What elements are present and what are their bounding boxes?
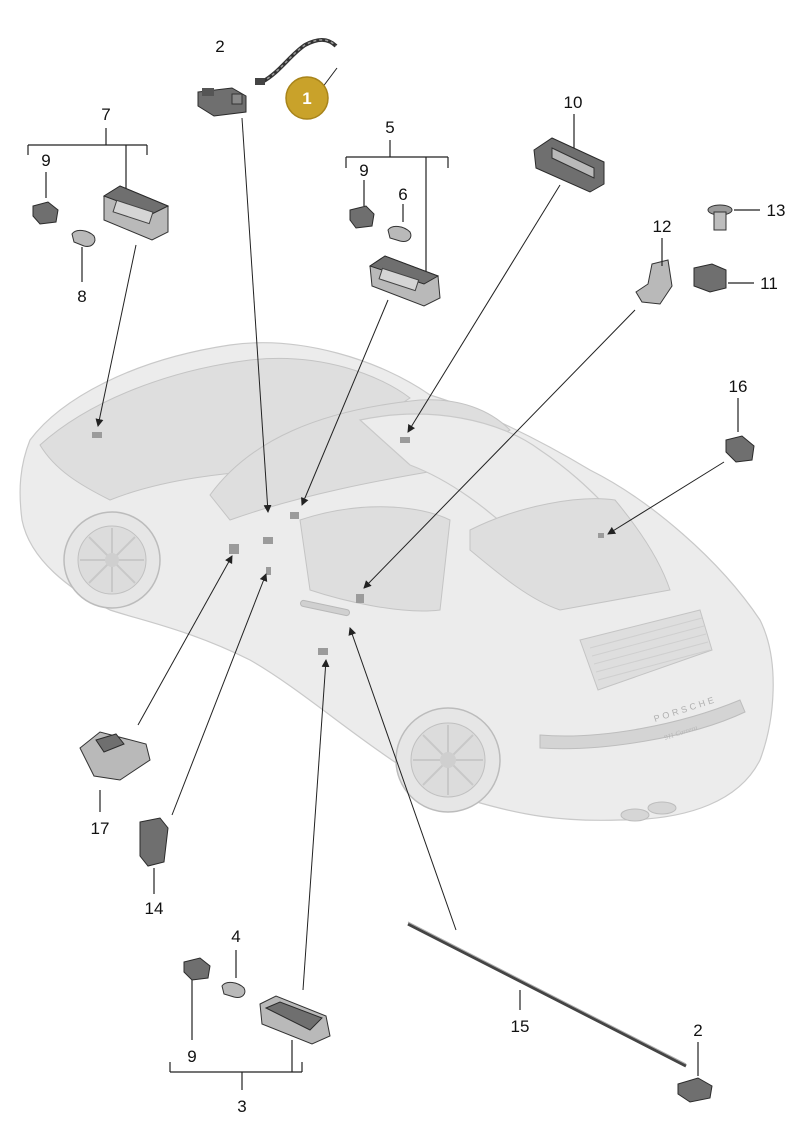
car-illustration: PORSCHE 911 Carrera <box>19 342 774 822</box>
callout-2-bottom[interactable]: 2 <box>693 1021 702 1040</box>
rear-wheel <box>395 707 501 813</box>
callout-7[interactable]: 7 <box>101 105 110 124</box>
callout-4[interactable]: 4 <box>231 927 240 946</box>
switch-part-14 <box>139 817 169 894</box>
connector-part-2-top <box>197 87 247 117</box>
callout-9-bottom[interactable]: 9 <box>187 1047 196 1066</box>
sensor-part-11 <box>693 263 754 293</box>
bulb-part-4 <box>221 981 246 998</box>
highlight-badge-1[interactable]: 1 <box>285 76 329 120</box>
engine-grille-lines <box>589 617 711 681</box>
callout-15[interactable]: 15 <box>511 1017 530 1036</box>
connector-part-2-bottom <box>677 1042 713 1103</box>
control-unit-part-10 <box>533 114 605 193</box>
callout-8[interactable]: 8 <box>77 287 86 306</box>
lamp-housing-part-3 <box>259 995 331 1045</box>
callout-2-top[interactable]: 2 <box>215 37 224 56</box>
callout-9-mid[interactable]: 9 <box>359 161 368 180</box>
rod-part-15 <box>407 921 687 1068</box>
badge-number: 1 <box>302 89 311 108</box>
callout-12[interactable]: 12 <box>653 217 672 236</box>
wiring-cable-part-1 <box>255 37 338 85</box>
callout-9-left[interactable]: 9 <box>41 151 50 170</box>
bracket-group-5 <box>345 140 449 278</box>
bracket-part-12 <box>635 238 673 305</box>
bracket-group-3 <box>169 950 303 1090</box>
callout-6[interactable]: 6 <box>398 185 407 204</box>
lamp-part-17 <box>79 731 151 812</box>
callout-5[interactable]: 5 <box>385 118 394 137</box>
bulb-part-6 <box>387 225 412 242</box>
callout-3[interactable]: 3 <box>237 1097 246 1116</box>
bracket-group-7 <box>27 128 148 282</box>
socket-part-9-bottom <box>183 957 211 981</box>
callout-10[interactable]: 10 <box>564 93 583 112</box>
lamp-housing-part-7 <box>102 185 170 241</box>
callout-labels: 2 7 9 8 5 9 6 10 13 12 11 16 17 14 4 9 3… <box>41 37 785 1116</box>
clip-part-13 <box>707 204 760 231</box>
leader-lines <box>95 67 725 991</box>
callout-17[interactable]: 17 <box>91 819 110 838</box>
callout-14[interactable]: 14 <box>145 899 164 918</box>
connector-part-16 <box>725 398 755 463</box>
lamp-housing-part-5 <box>368 255 441 307</box>
socket-part-9-left <box>32 201 59 225</box>
callout-11[interactable]: 11 <box>760 274 778 293</box>
socket-part-9-mid <box>349 205 375 229</box>
front-wheel <box>63 511 161 609</box>
callout-16[interactable]: 16 <box>729 377 748 396</box>
bulb-part-8 <box>71 229 96 247</box>
callout-13[interactable]: 13 <box>767 201 786 220</box>
